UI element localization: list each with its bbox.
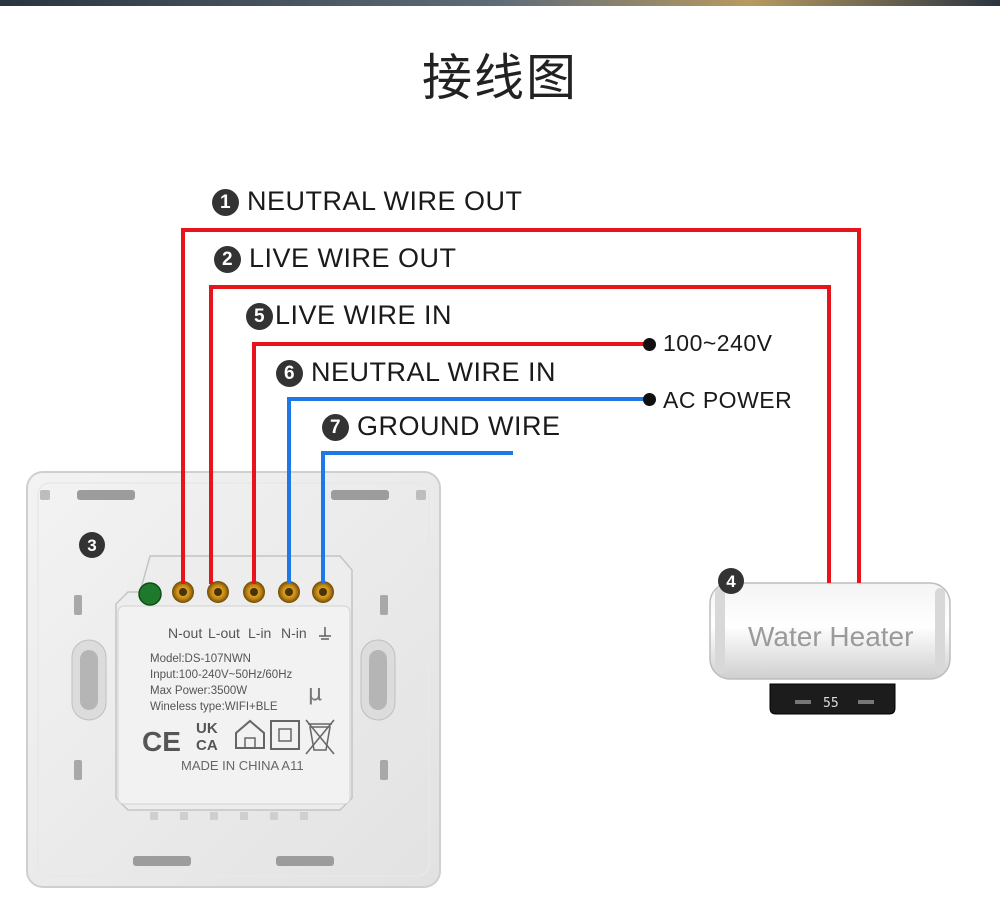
badge-5: 5 — [246, 303, 273, 330]
label-ground-wire: 7 GROUND WIRE — [322, 411, 561, 442]
heater-display-readout: 55 — [823, 696, 839, 711]
spec-input: Input:100-240V~50Hz/60Hz — [150, 669, 293, 681]
terminal-label-n-out: N-out — [168, 625, 202, 641]
badge-6: 6 — [276, 360, 303, 387]
label-text: LIVE WIRE IN — [275, 300, 453, 330]
status-led-icon — [138, 582, 162, 606]
heater-display-panel — [769, 683, 896, 715]
mu-symbol: μ — [308, 681, 322, 706]
weee-bin-icon — [305, 719, 335, 755]
svg-text:4: 4 — [726, 572, 736, 591]
page-title: 接线图 — [422, 49, 578, 107]
spec-wireless: Wineless type:WIFI+BLE — [150, 701, 278, 713]
spec-max-power: Max Power:3500W — [150, 685, 247, 697]
voltage-label: 100~240V — [663, 330, 773, 356]
made-in-label: MADE IN CHINA A11 — [181, 758, 304, 773]
water-heater-label: Water Heater — [748, 621, 913, 652]
label-text: NEUTRAL WIRE IN — [311, 357, 557, 387]
label-neutral-wire-out: 1 NEUTRAL WIRE OUT — [212, 186, 523, 217]
label-neutral-wire-in: 6 NEUTRAL WIRE IN — [276, 357, 556, 388]
top-banner-strip — [0, 0, 1000, 6]
ground-symbol-icon — [319, 627, 331, 640]
callout-3: 3 — [79, 532, 105, 558]
water-heater: Water Heater 55 — [709, 582, 951, 715]
switch-module: N-out L-out L-in N-in Model:DS-107NWN In… — [115, 555, 353, 820]
switch-backplate — [26, 471, 441, 888]
power-terminal-dot-neutral — [643, 393, 656, 406]
badge-7: 7 — [322, 414, 349, 441]
label-live-wire-out: 2 LIVE WIRE OUT — [214, 243, 457, 274]
double-insulation-icon — [270, 720, 300, 750]
certification-marks: CE UK CA — [142, 719, 335, 757]
ukca-mark-ca: CA — [196, 737, 218, 754]
power-terminal-dot-live — [643, 338, 656, 351]
label-text: NEUTRAL WIRE OUT — [247, 186, 523, 216]
callout-4: 4 — [718, 568, 744, 594]
ac-power-label: AC POWER — [663, 387, 793, 413]
badge-2: 2 — [214, 246, 241, 273]
ce-mark-icon: CE — [142, 726, 181, 757]
indoor-use-icon — [235, 719, 265, 749]
wire-ground — [321, 451, 513, 584]
terminal-screws — [172, 581, 334, 603]
ukca-mark-uk: UK — [196, 720, 218, 737]
spec-model: Model:DS-107NWN — [150, 653, 251, 665]
badge-1: 1 — [212, 189, 239, 216]
terminal-label-l-in: L-in — [248, 625, 271, 641]
terminal-label-n-in: N-in — [281, 625, 307, 641]
terminal-label-l-out: L-out — [208, 625, 240, 641]
label-text: LIVE WIRE OUT — [249, 243, 457, 273]
label-text: GROUND WIRE — [357, 411, 561, 441]
svg-text:3: 3 — [87, 536, 96, 555]
